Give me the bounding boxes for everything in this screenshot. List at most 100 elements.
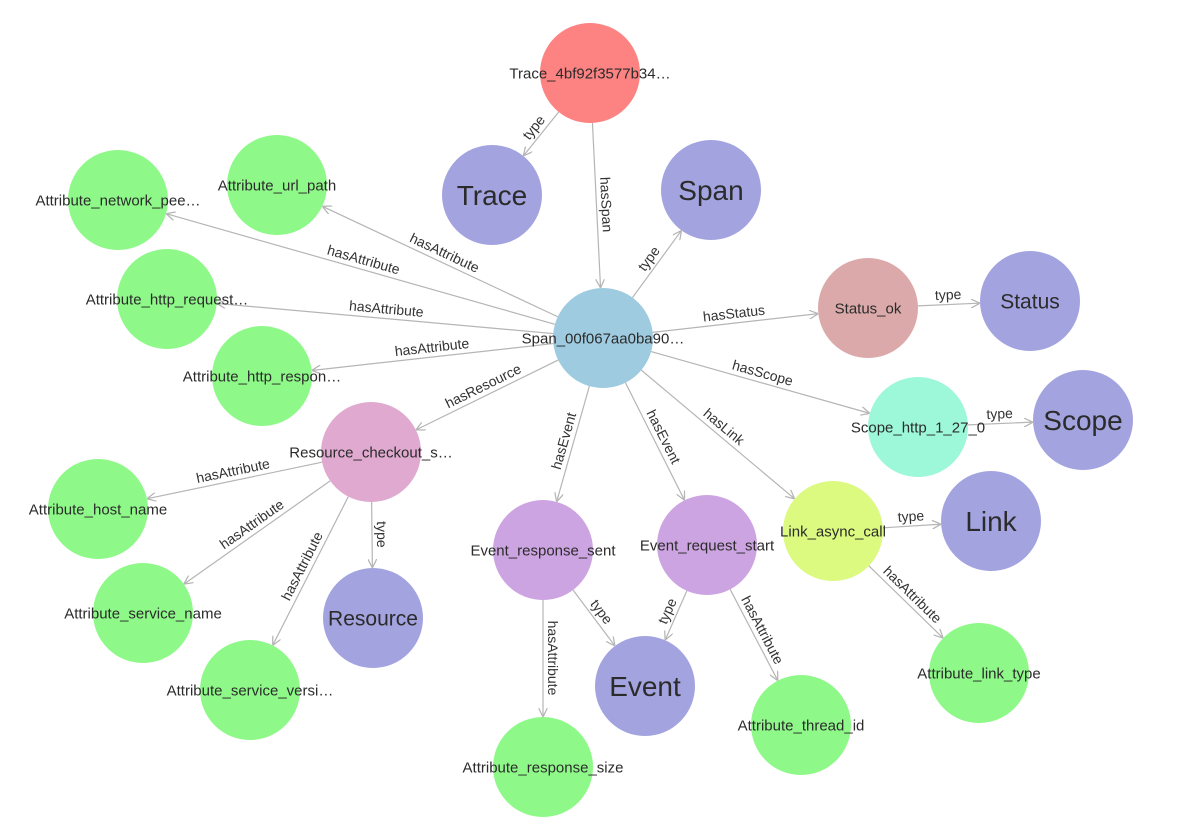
node-label: Link_async_call	[780, 523, 886, 540]
node-link_inst[interactable]: Link_async_call	[780, 481, 886, 581]
node-status_inst[interactable]: Status_ok	[818, 258, 918, 358]
node-trace_inst[interactable]: Trace_4bf92f3577b34…	[509, 23, 671, 123]
node-circle[interactable]	[553, 288, 653, 388]
edge-arrow	[882, 524, 940, 528]
node-circle[interactable]	[227, 135, 327, 235]
node-label: Attribute_response_size	[463, 759, 624, 776]
edge-arrow	[572, 589, 614, 645]
edge-label: hasSpan	[597, 177, 616, 233]
node-circle[interactable]	[48, 459, 148, 559]
edge-resource_inst-attr_host_name: hasAttribute	[148, 455, 323, 498]
node-circle[interactable]	[751, 675, 851, 775]
node-circle[interactable]	[442, 145, 542, 245]
edge-arrow	[652, 314, 818, 333]
node-circle[interactable]	[818, 258, 918, 358]
node-label: Attribute_link_type	[917, 665, 1040, 682]
node-label: Trace_4bf92f3577b34…	[509, 65, 670, 82]
node-circle[interactable]	[493, 500, 593, 600]
edge-resource_inst-resource_cls: type	[372, 501, 390, 567]
node-circle[interactable]	[212, 326, 312, 426]
node-circle[interactable]	[117, 249, 217, 349]
edge-arrow	[666, 590, 688, 640]
edge-label: hasResource	[442, 360, 523, 411]
node-label: Status_ok	[835, 300, 902, 317]
edge-label: type	[986, 405, 1013, 422]
edge-arrow	[323, 207, 558, 318]
node-resource_inst[interactable]: Resource_checkout_s…	[289, 402, 453, 502]
node-attr_link_type[interactable]: Attribute_link_type	[917, 623, 1041, 723]
edge-arrow	[372, 501, 373, 567]
edge-arrow	[967, 422, 1032, 425]
edge-link_inst-attr_link_type: hasAttribute	[868, 563, 945, 638]
node-attr_response_size[interactable]: Attribute_response_size	[463, 717, 624, 817]
node-circle[interactable]	[595, 636, 695, 736]
node-attr_service_name[interactable]: Attribute_service_name	[64, 563, 222, 663]
node-attr_thread_id[interactable]: Attribute_thread_id	[738, 675, 865, 775]
node-circle[interactable]	[980, 251, 1080, 351]
node-circle[interactable]	[321, 402, 421, 502]
node-circle[interactable]	[200, 640, 300, 740]
node-attr_http_response[interactable]: Attribute_http_respon…	[183, 326, 341, 426]
node-circle[interactable]	[93, 563, 193, 663]
edge-label: hasAttribute	[278, 529, 326, 603]
node-scope_cls[interactable]: Scope	[1033, 370, 1133, 470]
edge-arrow	[917, 303, 979, 306]
node-attr_url_path[interactable]: Attribute_url_path	[218, 135, 336, 235]
node-status_cls[interactable]: Status	[980, 251, 1080, 351]
node-attr_host_name[interactable]: Attribute_host_name	[29, 459, 167, 559]
node-circle[interactable]	[493, 717, 593, 817]
node-trace_cls[interactable]: Trace	[442, 145, 542, 245]
node-circle[interactable]	[323, 568, 423, 668]
node-circle[interactable]	[868, 377, 968, 477]
edge-trace_inst-trace_cls: type	[519, 111, 560, 155]
node-label: Link	[965, 506, 1017, 537]
node-label: Event	[609, 671, 681, 702]
node-resource_cls[interactable]: Resource	[323, 568, 423, 668]
edge-arrow	[624, 382, 684, 500]
edge-span_inst-scope_inst: hasScope	[650, 351, 869, 414]
edge-arrow	[868, 565, 943, 638]
node-label: Resource_checkout_s…	[289, 444, 452, 461]
node-attr_network_peer[interactable]: Attribute_network_pee…	[35, 150, 201, 250]
edge-label: hasLink	[700, 405, 748, 449]
edge-span_inst-resource_inst: hasResource	[417, 359, 559, 429]
node-label: Attribute_thread_id	[738, 717, 865, 734]
edge-label: hasAttribute	[738, 593, 787, 667]
node-label: Attribute_http_respon…	[183, 368, 341, 385]
node-event_req[interactable]: Event_request_start	[640, 495, 775, 595]
node-label: Span	[678, 175, 743, 206]
edge-label: hasAttribute	[545, 621, 561, 696]
node-circle[interactable]	[1033, 370, 1133, 470]
node-circle[interactable]	[68, 150, 168, 250]
node-circle[interactable]	[657, 495, 757, 595]
node-attr_http_request[interactable]: Attribute_http_request…	[86, 249, 249, 349]
node-label: Event_request_start	[640, 537, 775, 554]
node-span_cls[interactable]: Span	[661, 140, 761, 240]
node-scope_inst[interactable]: Scope_http_1_27_0	[851, 377, 985, 477]
node-circle[interactable]	[661, 140, 761, 240]
edge-label: type	[935, 286, 962, 303]
edge-label: hasEvent	[643, 407, 684, 466]
node-event_cls[interactable]: Event	[595, 636, 695, 736]
node-circle[interactable]	[929, 623, 1029, 723]
edge-event_resp-attr_response_size: hasAttribute	[543, 600, 561, 716]
edge-label: hasScope	[731, 357, 795, 389]
edge-arrow	[729, 589, 777, 679]
node-label: Attribute_service_name	[64, 605, 222, 622]
node-link_cls[interactable]: Link	[941, 471, 1041, 571]
edge-arrow	[218, 304, 554, 335]
edge-arrow	[650, 351, 869, 414]
edge-arrow	[524, 111, 560, 155]
edge-arrow	[417, 359, 559, 429]
edge-arrow	[631, 231, 680, 298]
node-event_resp[interactable]: Event_response_sent	[470, 500, 616, 600]
node-attr_service_version[interactable]: Attribute_service_versi…	[167, 640, 334, 740]
node-circle[interactable]	[783, 481, 883, 581]
edge-label: hasAttribute	[348, 297, 424, 320]
node-circle[interactable]	[941, 471, 1041, 571]
edge-label: hasAttribute	[217, 496, 287, 552]
node-label: Scope_http_1_27_0	[851, 419, 985, 436]
node-label: Attribute_host_name	[29, 501, 167, 518]
node-span_inst[interactable]: Span_00f067aa0ba90…	[522, 288, 685, 388]
node-circle[interactable]	[540, 23, 640, 123]
